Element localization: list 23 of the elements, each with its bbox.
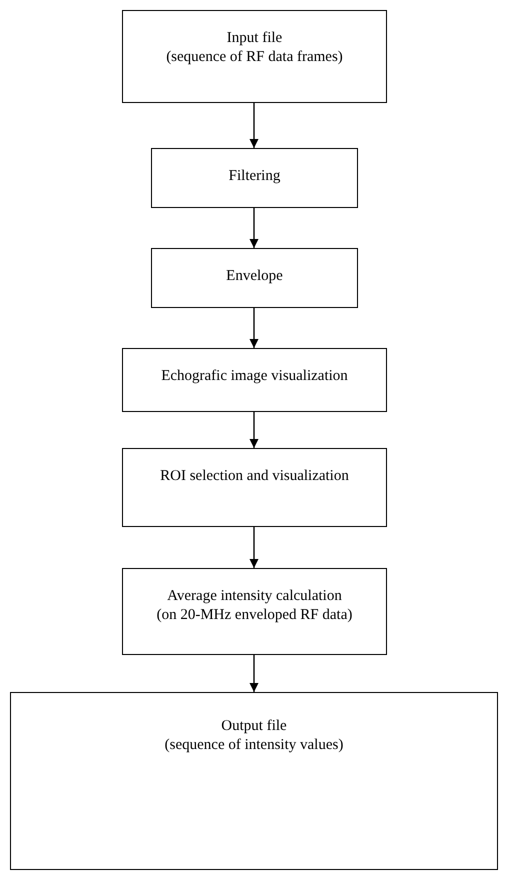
step-title: Input file (226, 29, 282, 48)
step-title: Average intensity calculation (167, 587, 342, 606)
step-title: Filtering (228, 167, 280, 186)
step-detail: (on 20-MHz enveloped RF data) (156, 606, 352, 625)
step-detail: (sequence of intensity values) (164, 736, 344, 755)
arrow (249, 208, 259, 248)
process-box (151, 148, 358, 208)
process-box (122, 348, 387, 412)
process-box (10, 692, 498, 870)
step-detail: (sequence of RF data frames) (166, 48, 343, 67)
arrow (249, 655, 259, 692)
step-title: ROI selection and visualization (160, 467, 349, 486)
process-box (151, 248, 358, 308)
arrow (249, 527, 259, 568)
process-box (122, 10, 387, 103)
process-box (122, 568, 387, 655)
step-title: Envelope (226, 267, 283, 286)
step-title: Echografic image visualization (161, 367, 348, 386)
arrow (249, 103, 259, 148)
arrow (249, 412, 259, 448)
arrow (249, 308, 259, 348)
process-box (122, 448, 387, 527)
step-title: Output file (221, 717, 287, 736)
